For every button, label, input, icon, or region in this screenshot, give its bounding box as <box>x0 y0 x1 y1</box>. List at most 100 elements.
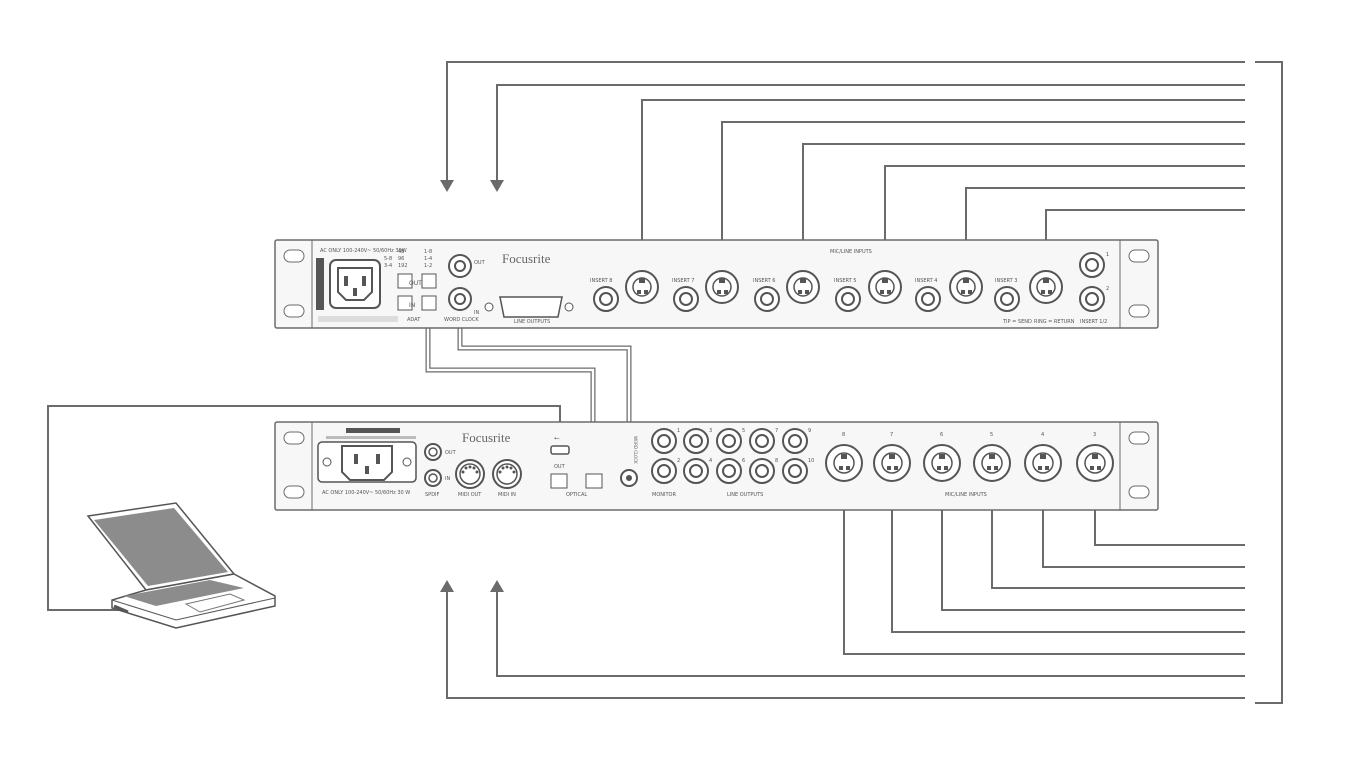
combo-num-5: 5 <box>990 432 993 438</box>
adat-out-label: OUT <box>409 280 422 287</box>
cable-bottom-5 <box>891 463 1245 633</box>
rack-ear-slot <box>283 304 305 318</box>
cable-top-1 <box>446 61 1245 186</box>
combo-jack-top-6 <box>786 270 820 304</box>
rack-ear-slot <box>283 431 305 445</box>
adat-in-port-2 <box>421 295 437 311</box>
warning-sticker <box>346 428 400 433</box>
optical-port-1 <box>550 473 568 489</box>
spdif-label: SPDIF <box>425 492 440 498</box>
power-label: AC ONLY 100-240V~ 50/60Hz 30W <box>320 248 407 254</box>
insert-6-label: INSERT 6 <box>753 278 775 284</box>
right-bracket <box>1255 61 1283 704</box>
adat-rate-48: 48 <box>398 249 404 255</box>
adat-out-port-2 <box>421 273 437 289</box>
combo-jack-bottom-5 <box>973 444 1011 482</box>
usb-cable <box>47 405 561 611</box>
insert-3-label: INSERT 3 <box>995 278 1017 284</box>
combo-num-8: 8 <box>842 432 845 438</box>
cable-top-3 <box>641 99 1245 268</box>
rack-ear-slot <box>1128 249 1150 263</box>
line-out-num-8: 8 <box>775 458 778 464</box>
line-out-num-10: 10 <box>808 458 814 464</box>
monitor-label: MONITOR <box>652 492 676 498</box>
insert-8-label: INSERT 8 <box>590 278 612 284</box>
insert-5-label: INSERT 5 <box>834 278 856 284</box>
adat-channels-192: 1-2 <box>424 263 432 269</box>
combo-jack-top-5 <box>868 270 902 304</box>
line-out-num-6: 6 <box>742 458 745 464</box>
combo-jack-bottom-4 <box>1024 444 1062 482</box>
rack-ear-slot <box>1128 431 1150 445</box>
arrow-head-top-2 <box>490 180 504 192</box>
combo-jack-bottom-3 <box>1076 444 1114 482</box>
wordclock-in-label: IN <box>474 310 479 316</box>
optical-label: OPTICAL <box>566 492 587 498</box>
arrow-head-bottom-2 <box>490 580 504 592</box>
insert-jack-3 <box>994 286 1020 312</box>
line-out-num-2: 2 <box>677 458 680 464</box>
cable-bottom-6 <box>843 463 1245 655</box>
line-outputs-label-top: LINE OUTPUTS <box>514 319 550 325</box>
serial-sticker <box>316 258 324 310</box>
jack-number-2: 2 <box>1106 286 1109 292</box>
line-outputs-label-bottom: LINE OUTPUTS <box>727 492 763 498</box>
arrow-head-top-1 <box>440 180 454 192</box>
cable-top-5 <box>802 143 1245 268</box>
optical-port-2 <box>585 473 603 489</box>
adat-out-port <box>397 273 413 289</box>
combo-jack-bottom-6 <box>923 444 961 482</box>
adat-label: ADAT <box>407 317 421 323</box>
combo-jack-bottom-7 <box>873 444 911 482</box>
insert-jack-4 <box>915 286 941 312</box>
combo-num-4: 4 <box>1041 432 1044 438</box>
rack-ear-slot <box>283 249 305 263</box>
insert-jack-2 <box>1079 286 1105 312</box>
spdif-out-label: OUT <box>445 450 457 456</box>
cable-bottom-7 <box>496 588 1245 677</box>
optical-out-label: OUT <box>554 464 566 470</box>
db25-line-outputs <box>499 296 563 318</box>
mic-line-inputs-label-top: MIC/LINE INPUTS <box>830 249 872 255</box>
arrow-head-bottom-1 <box>440 580 454 592</box>
bottom-rack-unit: AC ONLY 100-240V~ 50/60Hz 30 W OUT IN SP… <box>274 421 1159 511</box>
spdif-in-label: IN <box>445 476 450 482</box>
adat-channels-96: 1-4 <box>424 256 432 262</box>
insert-4-label: INSERT 4 <box>915 278 937 284</box>
midi-in-label: MIDI IN <box>498 492 516 498</box>
bottom-cable-group <box>446 463 1245 699</box>
insert-jack-8 <box>593 286 619 312</box>
insert-jack-7 <box>673 286 699 312</box>
line-out-num-5: 5 <box>742 428 745 434</box>
insert-jack-5 <box>835 286 861 312</box>
cable-bottom-8 <box>446 588 1245 699</box>
combo-num-7: 7 <box>890 432 893 438</box>
combo-num-3: 3 <box>1093 432 1096 438</box>
rack-ear-slot <box>1128 485 1150 499</box>
rack-ear-slot <box>283 485 305 499</box>
cable-top-2 <box>496 84 1245 186</box>
tip-send-label: TIP = SEND <box>1002 319 1032 325</box>
line-out-num-1: 1 <box>677 428 680 434</box>
brand-logo-bottom: Focusrite <box>462 430 511 445</box>
power-label-bottom: AC ONLY 100-240V~ 50/60Hz 30 W <box>322 490 410 496</box>
line-out-num-3: 3 <box>709 428 712 434</box>
brand-logo-top: Focusrite <box>502 251 551 266</box>
line-output-jacks <box>651 428 808 484</box>
combo-num-6: 6 <box>940 432 943 438</box>
cable-top-6 <box>884 165 1245 268</box>
adat-rate-192: 192 <box>398 263 408 269</box>
combo-jack-top-4 <box>949 270 983 304</box>
wordclock-label: WORD CLOCK <box>444 317 479 323</box>
top-rack-unit: AC ONLY 100-240V~ 50/60Hz 30W 48 1-8 5-8… <box>274 239 1159 329</box>
top-cable-group <box>446 61 1245 268</box>
midi-out-label: MIDI OUT <box>458 492 482 498</box>
adat-channels-48: 1-8 <box>424 249 432 255</box>
line-out-num-7: 7 <box>775 428 778 434</box>
cable-bottom-4 <box>941 463 1245 611</box>
wordclock-cable-inner <box>458 312 631 470</box>
adat-col-1: 5-8 <box>384 256 392 262</box>
usb-port <box>550 445 570 455</box>
insert-jack-1 <box>1079 252 1105 278</box>
